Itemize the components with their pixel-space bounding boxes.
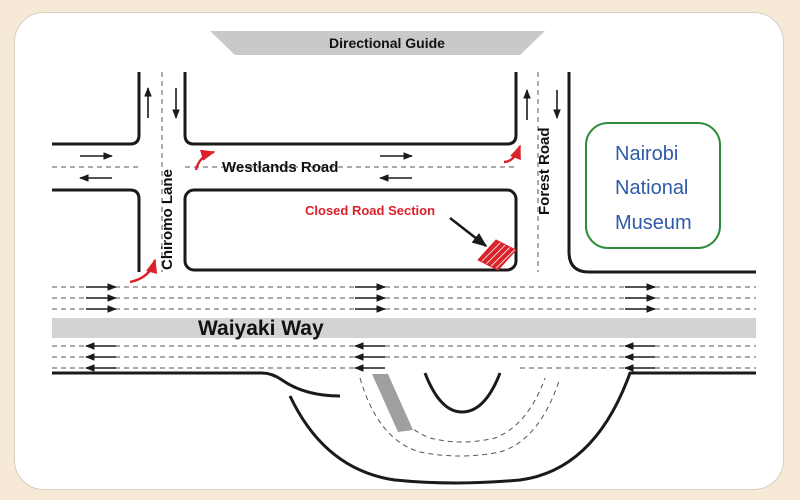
street-label-forest: Forest Road	[536, 127, 553, 215]
road-outlines	[52, 72, 756, 485]
street-label-chiromo: Chiromo Lane	[159, 169, 176, 270]
direction-arrows	[79, 87, 656, 372]
waiyaki-median	[52, 318, 756, 338]
turn-arrows	[129, 144, 522, 284]
museum-box	[585, 122, 721, 249]
closed-road-hatch	[477, 239, 517, 271]
slip-lane	[372, 374, 413, 432]
closed-road-label: Closed Road Section	[305, 203, 435, 218]
museum-name-line2: National	[615, 177, 688, 199]
museum-name-line1: Nairobi	[615, 143, 678, 165]
closed-road-pointer	[449, 217, 488, 247]
banner-title: Directional Guide	[329, 35, 445, 51]
banner-shape	[210, 31, 545, 55]
museum-name-line3: Museum	[615, 212, 692, 234]
street-label-westlands: Westlands Road	[222, 159, 338, 176]
street-label-waiyaki: Waiyaki Way	[198, 317, 324, 340]
